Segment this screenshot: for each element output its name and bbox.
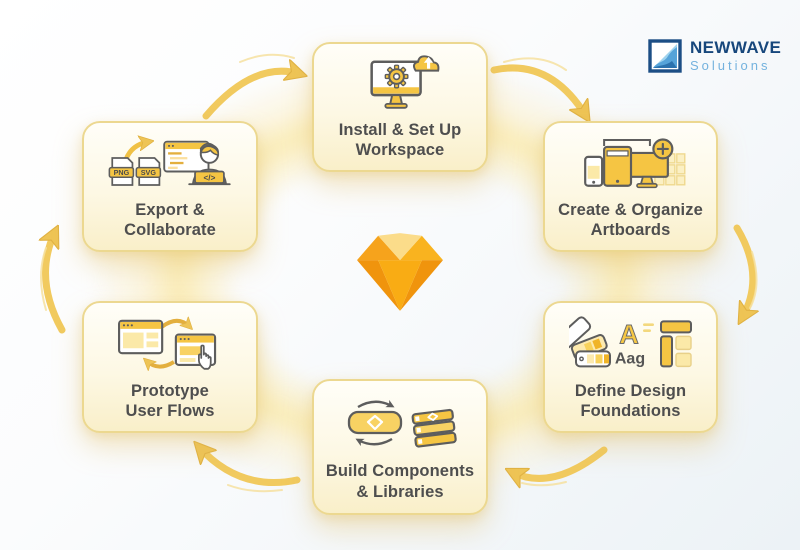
step-prototype-flows: Prototype User Flows	[82, 301, 258, 433]
brand-tagline: Solutions	[690, 58, 771, 74]
component-sync-books-icon	[347, 400, 457, 448]
arrow-prototype-to-export	[46, 232, 66, 334]
step-label: Create & Organize Artboards	[558, 200, 703, 239]
devices-artboard-plus-icon	[583, 138, 685, 189]
svg-text:</>: </>	[204, 174, 216, 183]
step-label: Install & Set Up Workspace	[338, 120, 462, 159]
step-label: Prototype User Flows	[125, 381, 215, 420]
step-label: Define Design Foundations	[574, 381, 687, 420]
wave-logo-icon	[648, 39, 682, 73]
step-install-workspace: Install & Set Up Workspace	[312, 42, 488, 172]
step-label: Export & Collaborate	[124, 200, 216, 239]
step-create-artboards: Create & Organize Artboards	[543, 121, 718, 252]
step-build-components: Build Components & Libraries	[312, 379, 488, 515]
linked-screens-cursor-icon	[118, 313, 217, 372]
svg-text:SVG: SVG	[141, 168, 157, 177]
step-define-foundations: A Aag Define Design Foundations	[543, 301, 718, 433]
swatches-typography-layout-icon: A Aag	[568, 316, 692, 368]
brand-logo: NEWWAVE Solutions	[648, 39, 781, 73]
monitor-gear-cloud-upload-icon	[370, 55, 440, 109]
files-arrow-developer-icon: PNG SVG </>	[108, 133, 231, 186]
arrow-create-to-define	[733, 224, 753, 318]
step-label: Build Components & Libraries	[325, 462, 475, 501]
svg-text:Aag: Aag	[614, 350, 644, 367]
brand-name: NEWWAVE	[690, 38, 782, 58]
svg-text:PNG: PNG	[114, 168, 130, 177]
sketch-diamond-icon	[357, 233, 443, 311]
step-export-collaborate: PNG SVG </> Export & Collaborate	[82, 121, 258, 252]
svg-text:A: A	[619, 319, 639, 349]
